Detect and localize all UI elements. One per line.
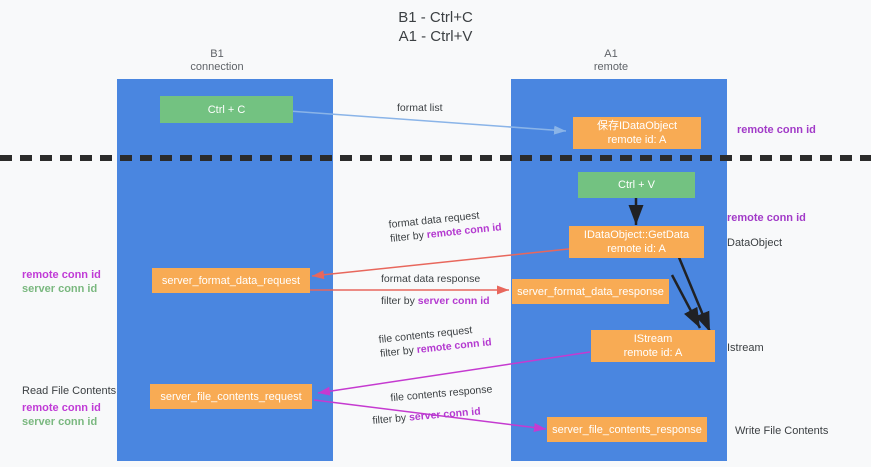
label-remote-conn-id-top: remote conn id (737, 124, 816, 136)
msg-format-list: format list (397, 101, 443, 115)
msg-format-data-response: format data response filter by server co… (381, 272, 490, 308)
label-conn-ids-bottom: remote conn id server conn id (22, 401, 101, 429)
box-server-file-contents-request[interactable]: server_file_contents_request (150, 384, 312, 409)
msg-prefix: filter by (381, 295, 418, 307)
label-write-file-contents: Write File Contents (735, 425, 829, 437)
msg-highlight-server-conn-id: server conn id (408, 405, 482, 424)
box-server-format-data-response[interactable]: server_format_data_response (512, 279, 669, 304)
box-ctrl-c[interactable]: Ctrl + C (160, 96, 293, 123)
column-header-b1: B1 connection (190, 48, 244, 73)
label-server-conn-id: server conn id (22, 283, 98, 295)
label-remote-conn-id: remote conn id (22, 402, 101, 414)
msg-format-data-response-line2: filter by server conn id (381, 294, 490, 308)
label-remote-conn-id-mid: remote conn id (727, 212, 806, 224)
box-istream[interactable]: IStream remote id: A (591, 330, 715, 362)
msg-prefix: filter by (379, 344, 418, 360)
label-dataobject: DataObject (727, 237, 783, 249)
phase-divider (0, 155, 871, 161)
label-istream: Istream (727, 342, 764, 354)
msg-format-data-response-line1: format data response (381, 273, 481, 285)
msg-prefix: filter by (389, 229, 428, 245)
msg-format-list-line1: format list (397, 102, 443, 114)
msg-file-contents-response-line2: filter by server conn id (372, 403, 495, 428)
msg-highlight-server-conn-id: server conn id (417, 295, 490, 307)
label-remote-conn-id: remote conn id (22, 269, 101, 281)
box-server-file-contents-response[interactable]: server_file_contents_response (547, 417, 707, 442)
msg-file-contents-request: file contents request filter by remote c… (378, 321, 492, 361)
msg-format-data-request: format data request filter by remote con… (388, 206, 502, 246)
page-title: B1 - Ctrl+C A1 - Ctrl+V (398, 9, 473, 45)
box-ctrl-v[interactable]: Ctrl + V (578, 172, 695, 198)
label-server-conn-id: server conn id (22, 416, 98, 428)
msg-file-contents-response: file contents response filter by server … (370, 382, 495, 428)
msg-prefix: filter by (371, 411, 410, 427)
label-read-file-contents: Read File Contents (22, 385, 117, 397)
box-server-format-data-request[interactable]: server_format_data_request (152, 268, 310, 293)
box-idataobject-getdata[interactable]: IDataObject::GetData remote id: A (569, 226, 704, 258)
box-save-idataobject[interactable]: 保存IDataObject remote id: A (573, 117, 701, 149)
label-conn-ids-mid: remote conn id server conn id (22, 268, 101, 296)
column-header-a1: A1 remote (593, 48, 629, 73)
msg-file-contents-response-line1: file contents response (390, 383, 493, 405)
